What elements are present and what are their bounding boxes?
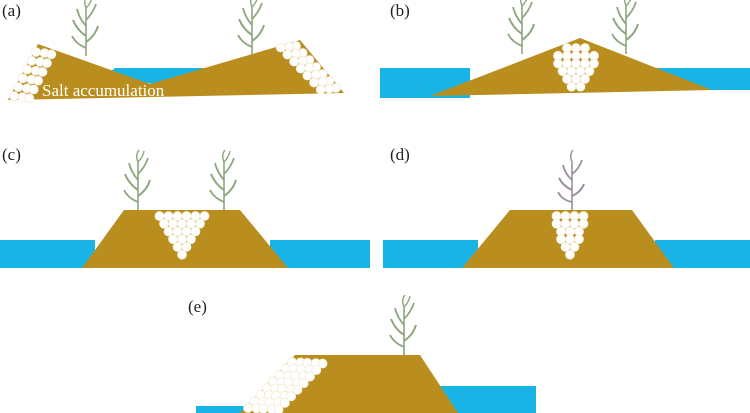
salt-crystal-icon xyxy=(317,358,328,369)
salt-accumulation-left xyxy=(9,47,57,104)
salt-accumulation-center xyxy=(551,211,589,260)
water-body-right xyxy=(655,240,750,268)
salt-crystal-icon xyxy=(273,404,284,413)
panel-b: (b) xyxy=(380,0,750,98)
panel-a: (a) Salt accumulation xyxy=(2,0,344,104)
plant-icon xyxy=(557,149,585,211)
salt-crystal-icon xyxy=(26,55,37,66)
salt-accumulation-center xyxy=(154,211,210,260)
salt-accumulation-center xyxy=(553,43,599,92)
plant-icon xyxy=(123,149,151,211)
panel-a-label: (a) xyxy=(2,1,21,20)
salt-crystal-icon xyxy=(37,66,48,77)
salt-crystal-icon xyxy=(199,211,210,221)
plant-icon xyxy=(237,0,265,56)
panel-c: (c) xyxy=(0,145,370,268)
plant-icon xyxy=(71,0,99,57)
panel-d-label: (d) xyxy=(390,145,410,164)
salt-crystal-icon xyxy=(42,58,52,68)
water-body-left xyxy=(383,240,478,268)
water-body-left xyxy=(196,406,256,413)
salt-crystal-icon xyxy=(28,84,39,95)
salt-crystal-icon xyxy=(33,75,43,86)
salt-crystal-icon xyxy=(580,74,590,84)
salt-crystal-icon xyxy=(22,64,33,75)
salt-accumulation-left xyxy=(243,357,328,413)
salt-crystal-icon xyxy=(311,365,322,376)
salt-crystal-icon xyxy=(289,56,299,67)
salt-crystal-icon xyxy=(309,77,319,88)
panel-e: (e) xyxy=(188,294,536,413)
salt-crystal-icon xyxy=(31,47,41,57)
panel-e-label: (e) xyxy=(188,297,207,316)
salt-crystal-icon xyxy=(574,234,584,245)
salt-crystal-icon xyxy=(282,49,293,60)
salt-crystal-icon xyxy=(295,63,306,74)
panel-c-label: (c) xyxy=(2,145,21,164)
salt-crystal-icon xyxy=(315,84,326,95)
salt-crystal-icon xyxy=(258,403,269,413)
salt-crystal-icon xyxy=(566,81,577,92)
salt-crystal-icon xyxy=(584,66,595,77)
plant-icon xyxy=(209,149,237,211)
salt-crystal-icon xyxy=(177,249,187,260)
salt-accumulation-label: Salt accumulation xyxy=(42,81,165,100)
salt-crystal-icon xyxy=(292,384,303,395)
plant-icon xyxy=(507,0,535,55)
water-body-right xyxy=(440,386,536,413)
salt-crystal-icon xyxy=(46,49,57,60)
salt-crystal-icon xyxy=(243,403,253,413)
salt-crystal-icon xyxy=(302,70,313,81)
panel-d: (d) xyxy=(383,145,750,268)
water-body-left xyxy=(0,240,95,268)
salt-crystal-icon xyxy=(575,81,586,92)
salt-crystal-icon xyxy=(569,242,580,252)
salt-crystal-icon xyxy=(565,249,575,260)
salt-crystal-icon xyxy=(17,73,28,84)
salt-crystal-icon xyxy=(13,82,24,93)
salt-crystal-icon xyxy=(578,218,589,229)
panel-b-label: (b) xyxy=(390,1,410,20)
salt-crystal-icon xyxy=(24,93,35,104)
salt-crystal-icon xyxy=(279,398,290,408)
salt-crystal-icon xyxy=(324,83,335,94)
salt-crystal-icon xyxy=(298,378,309,389)
salt-crystal-icon xyxy=(286,391,297,402)
salt-crystal-icon xyxy=(275,42,286,53)
soil-ridge xyxy=(8,40,344,100)
salt-accumulation-right xyxy=(275,41,341,95)
salt-crystal-icon xyxy=(181,242,192,252)
salt-crystal-icon xyxy=(9,91,19,101)
salt-crystal-icon xyxy=(190,226,201,237)
salt-crystal-icon xyxy=(195,218,205,229)
salt-crystal-icon xyxy=(589,58,599,69)
salt-crystal-icon xyxy=(305,371,315,382)
plant-icon xyxy=(611,0,639,55)
water-body-right xyxy=(270,240,370,268)
plant-icon xyxy=(389,294,417,356)
salt-crystal-icon xyxy=(186,234,196,245)
